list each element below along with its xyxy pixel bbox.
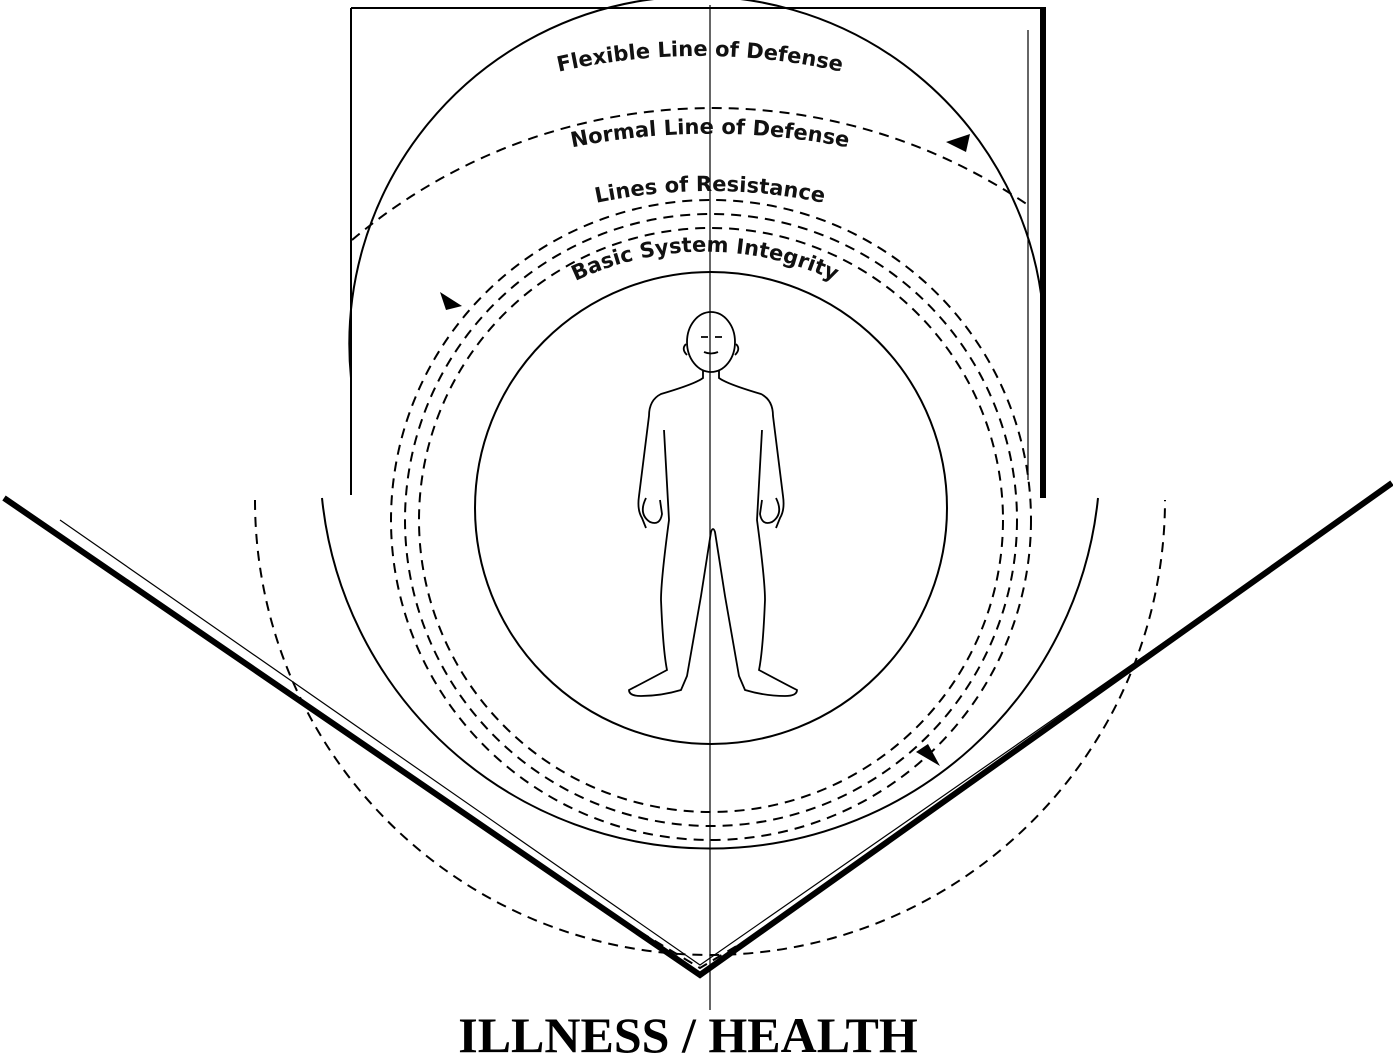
lower-chevron (4, 483, 1392, 975)
basic-system-integrity (475, 272, 947, 744)
human-figure-icon (629, 312, 797, 696)
flexible-line-label: Flexible Line of Defense (555, 37, 846, 77)
arrow-left-icon (440, 292, 462, 310)
basic-system-integrity-label: Basic System Integrity (568, 232, 843, 285)
arrow-upper-right-icon (946, 134, 970, 152)
illness-health-caption: ILLNESS / HEALTH (458, 1007, 918, 1058)
